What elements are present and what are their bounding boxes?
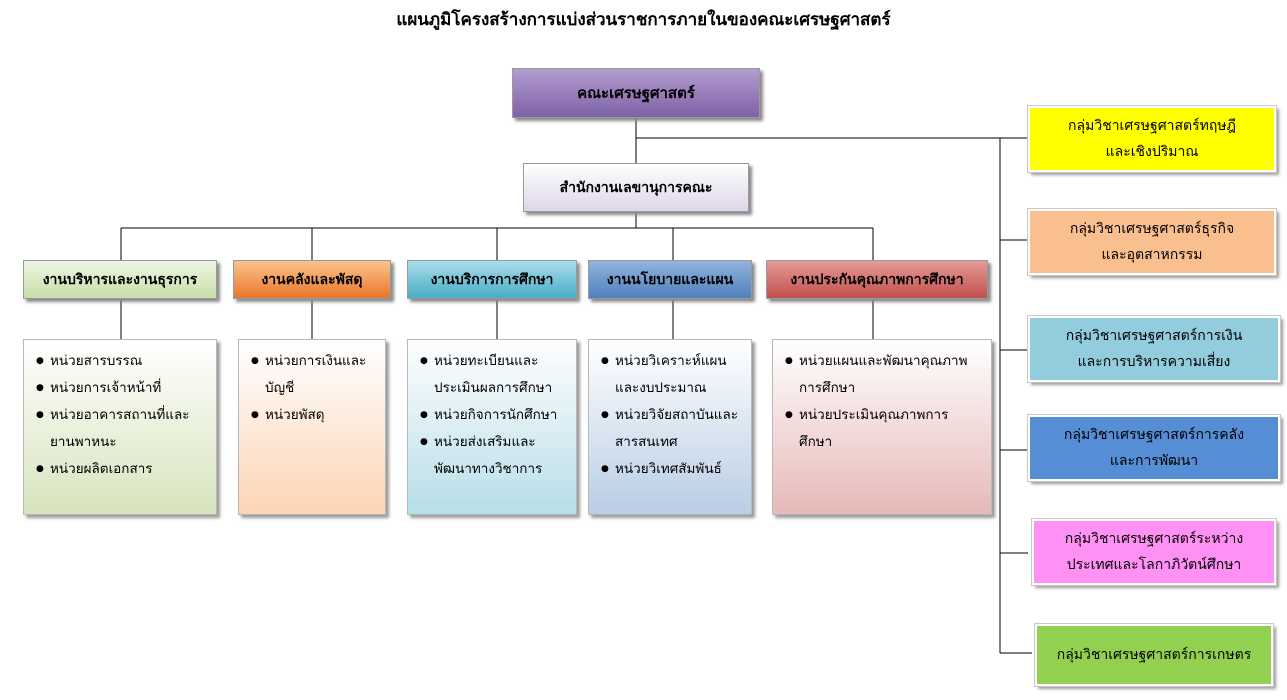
faculty-box: คณะเศรษฐศาสตร์ bbox=[512, 68, 760, 118]
list-item: หน่วยส่งเสริมและพัฒนาทางวิชาการ bbox=[420, 429, 566, 483]
units-education: หน่วยทะเบียนและประเมินผลการศึกษา หน่วยกิ… bbox=[407, 339, 577, 515]
office-box: สำนักงานเลขานุการคณะ bbox=[523, 163, 749, 212]
group-line2: และเชิงปริมาณ bbox=[1105, 144, 1199, 160]
group-line2: และการบริหารความเสี่ยง bbox=[1077, 354, 1231, 370]
list-item: หน่วยประเมินคุณภาพการศึกษา bbox=[785, 402, 981, 456]
group-line1: กลุ่มวิชาเศรษฐศาสตร์ทฤษฎี bbox=[1068, 118, 1236, 134]
group-finance: กลุ่มวิชาเศรษฐศาสตร์การเงิน และการบริหาร… bbox=[1027, 315, 1281, 383]
faculty-label: คณะเศรษฐศาสตร์ bbox=[577, 84, 695, 102]
group-line2: และการพัฒนา bbox=[1109, 453, 1199, 469]
department-label: งานบริการการศึกษา bbox=[430, 271, 554, 288]
department-label: งานประกันคุณภาพการศึกษา bbox=[790, 271, 964, 288]
group-theory: กลุ่มวิชาเศรษฐศาสตร์ทฤษฎี และเชิงปริมาณ bbox=[1027, 105, 1277, 173]
group-line1: กลุ่มวิชาเศรษฐศาสตร์การคลัง bbox=[1063, 427, 1245, 443]
department-education: งานบริการการศึกษา bbox=[407, 260, 577, 299]
list-item: หน่วยพัสดุ bbox=[251, 402, 375, 429]
group-agriculture: กลุ่มวิชาเศรษฐศาสตร์การเกษตร bbox=[1034, 623, 1274, 687]
department-finance: งานคลังและพัสดุ bbox=[233, 260, 391, 299]
group-international: กลุ่มวิชาเศรษฐศาสตร์ระหว่าง ประเทศและโลก… bbox=[1031, 518, 1277, 586]
department-quality: งานประกันคุณภาพการศึกษา bbox=[766, 260, 988, 299]
group-line1: กลุ่มวิชาเศรษฐศาสตร์ระหว่าง bbox=[1064, 531, 1244, 547]
group-line2: ประเทศและโลกาภิวัตน์ศึกษา bbox=[1066, 557, 1242, 573]
units-admin: หน่วยสารบรรณ หน่วยการเจ้าหน้าที่ หน่วยอา… bbox=[23, 339, 217, 515]
list-item: หน่วยทะเบียนและประเมินผลการศึกษา bbox=[420, 348, 566, 402]
group-line2: และอุตสาหกรรม bbox=[1101, 247, 1203, 263]
units-quality: หน่วยแผนและพัฒนาคุณภาพการศึกษา หน่วยประเ… bbox=[772, 339, 992, 515]
department-policy: งานนโยบายและแผน bbox=[588, 260, 752, 299]
list-item: หน่วยวิเคราะห์แผนและงบประมาณ bbox=[601, 348, 741, 402]
list-item: หน่วยการเจ้าหน้าที่ bbox=[36, 375, 206, 402]
group-line1: กลุ่มวิชาเศรษฐศาสตร์การเกษตร bbox=[1056, 647, 1252, 663]
department-label: งานคลังและพัสดุ bbox=[261, 271, 363, 288]
department-admin: งานบริหารและงานธุรการ bbox=[23, 260, 217, 299]
group-line1: กลุ่มวิชาเศรษฐศาสตร์ธุรกิจ bbox=[1069, 221, 1235, 237]
units-policy: หน่วยวิเคราะห์แผนและงบประมาณ หน่วยวิจัยส… bbox=[588, 339, 752, 515]
list-item: หน่วยวิจัยสถาบันและสารสนเทศ bbox=[601, 402, 741, 456]
list-item: หน่วยผลิตเอกสาร bbox=[36, 456, 206, 483]
list-item: หน่วยกิจการนักศึกษา bbox=[420, 402, 566, 429]
list-item: หน่วยแผนและพัฒนาคุณภาพการศึกษา bbox=[785, 348, 981, 402]
group-business: กลุ่มวิชาเศรษฐศาสตร์ธุรกิจ และอุตสาหกรรม bbox=[1027, 208, 1277, 276]
list-item: หน่วยอาคารสถานที่และยานพาหนะ bbox=[36, 402, 206, 456]
group-fiscal: กลุ่มวิชาเศรษฐศาสตร์การคลัง และการพัฒนา bbox=[1027, 414, 1281, 482]
department-label: งานบริหารและงานธุรการ bbox=[42, 271, 198, 288]
list-item: หน่วยวิเทศสัมพันธ์ bbox=[601, 456, 741, 483]
list-item: หน่วยสารบรรณ bbox=[36, 348, 206, 375]
group-line1: กลุ่มวิชาเศรษฐศาสตร์การเงิน bbox=[1065, 328, 1243, 344]
office-label: สำนักงานเลขานุการคณะ bbox=[559, 179, 713, 196]
list-item: หน่วยการเงินและบัญชี bbox=[251, 348, 375, 402]
department-label: งานนโยบายและแผน bbox=[606, 271, 734, 288]
units-finance: หน่วยการเงินและบัญชี หน่วยพัสดุ bbox=[238, 339, 386, 515]
page-title: แผนภูมิโครงสร้างการแบ่งส่วนราชการภายในขอ… bbox=[396, 10, 891, 30]
